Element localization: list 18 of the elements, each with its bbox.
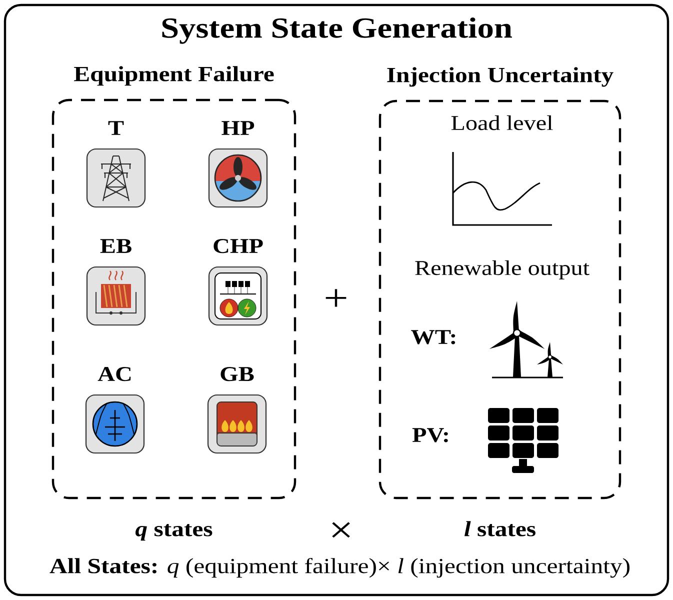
component-label: T [108,121,124,135]
formula-text: All States: q (equipment failure)× l (injection uncertainty) [50,558,630,578]
panel-heading: Equipment Failure [74,66,274,86]
state-count-caption: l states [464,521,536,536]
component-label: HP [222,121,254,135]
state-count-caption: q states [136,524,212,541]
row-label: PV: [412,428,448,442]
section-label: Renewable output [415,260,590,280]
component-label: AC [98,367,131,382]
section-label: Load level [451,115,553,130]
plus-sign: + [326,289,346,307]
component-label: GB [220,367,254,382]
row-label: WT: [411,330,456,344]
component-label: CHP [214,239,263,254]
times-sign: × [332,522,350,538]
panel-heading: Injection Uncertainty [387,67,614,87]
frame-heading: System State Generation [162,17,512,44]
component-label: EB [100,239,132,253]
